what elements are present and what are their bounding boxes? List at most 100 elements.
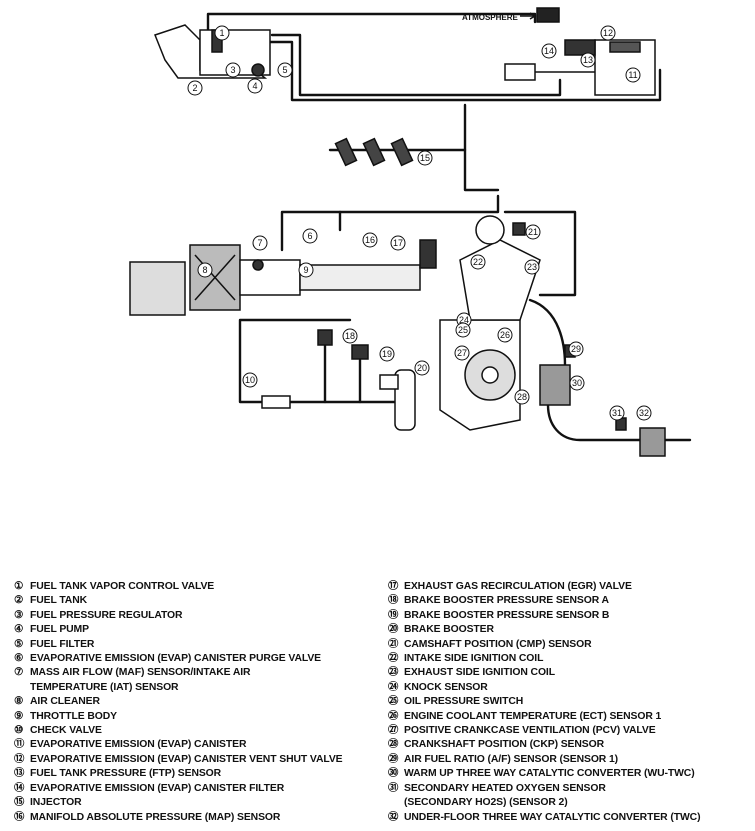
legend-item-number: ⑲ [388,609,399,621]
intake-right-line [503,210,577,297]
callout-circle [514,389,530,405]
callout-number: 27 [457,348,467,358]
callout-circle [197,262,213,278]
callout-circle [524,259,540,275]
brake-booster-line [238,318,352,404]
legend-item-text: POSITIVE CRANKCASE VENTILATION (PCV) VAL… [404,725,656,737]
callout-circle [580,52,596,68]
callout-circle [379,346,395,362]
callout-number: 23 [527,262,537,272]
canister-to-engine-line [463,103,500,192]
callout-circle [302,228,318,244]
fuel-tank [154,24,271,79]
legend-item-number: ⑮ [14,797,25,809]
callout-circle [454,345,470,361]
callout-circle [342,328,358,344]
callout-circle [636,405,652,421]
callout-number: 14 [544,46,554,56]
legend-item-text: CRANKSHAFT POSITION (CKP) SENSOR [404,739,605,751]
legend-item-number: ⑰ [388,581,399,592]
callout-circle [568,341,584,357]
callout-number: 4 [252,81,257,91]
callout-number: 21 [528,227,538,237]
legend-item-text: EVAPORATIVE EMISSION (EVAP) CANISTER VEN… [30,753,343,765]
callout-number: 20 [417,363,427,373]
evap-canister-assembly [504,7,656,96]
callout-circle [187,80,203,96]
legend-item-number: ㉒ [388,653,399,665]
legend-item-number: ㉔ [388,681,399,693]
callout-number: 30 [572,378,582,388]
legend-item-number: ㉘ [388,739,399,751]
callout-number: 22 [473,257,483,267]
callout-number: 6 [307,231,312,241]
legend-item-number: ⑭ [14,782,25,794]
legend-item-number: ⑨ [14,710,24,722]
legend-item-number: ③ [14,609,24,621]
legend-item-text: OIL PRESSURE SWITCH [404,696,524,708]
legend-item-text: BRAKE BOOSTER PRESSURE SENSOR B [404,609,610,621]
legend-item: ④ FUEL PUMP [14,623,394,637]
legend-item: ㉘ CRANKSHAFT POSITION (CKP) SENSOR [388,738,754,752]
callout-number: 7 [257,238,262,248]
legend-item-number: ㉕ [388,696,399,708]
legend-item-number: ㉜ [388,811,399,823]
legend-item-text: FUEL TANK [30,595,88,607]
callout-circle [414,360,430,376]
legend-item-number: ⑳ [388,624,399,636]
legend-item: ㉗ POSITIVE CRANKCASE VENTILATION (PCV) VA… [388,724,754,738]
callout-circle [390,235,406,251]
callout-number: 2 [192,83,197,93]
exhaust-pipe-upper [528,298,567,367]
callout-number: 16 [365,235,375,245]
callout-number: 1 [219,28,224,38]
legend-item: ⑲ BRAKE BOOSTER PRESSURE SENSOR B [388,609,754,623]
callout-number: 12 [603,28,613,38]
vapor-line-lower [266,40,662,102]
callout-number: 25 [458,325,468,335]
legend-item-text: EXHAUST GAS RECIRCULATION (EGR) VALVE [404,581,632,592]
callout-number: 24 [459,315,469,325]
legend-item-text: FUEL PUMP [30,624,89,636]
legend-item-text: CHECK VALVE [30,725,102,737]
callout-number: 3 [230,65,235,75]
legend-item-text: EXHAUST SIDE IGNITION COIL [404,667,555,679]
injectors [334,137,414,167]
legend-item-number: ⑱ [388,595,399,607]
callout-number: 9 [303,265,308,275]
catalytic-converters [539,344,666,457]
callout-circle [417,150,433,166]
legend-item-number: ㉚ [388,768,399,780]
legend-item-number: ⑪ [14,739,25,751]
legend-item-number: ⑫ [14,753,25,765]
air-intake [129,244,421,316]
atmosphere-label: ATMOSPHERE [462,13,519,22]
legend-item: ㉕ OIL PRESSURE SWITCH [388,695,754,709]
legend-item-number: ⑯ [14,811,25,823]
legend-item-number: ㉗ [388,725,399,737]
legend-item-number: ④ [14,624,24,636]
legend-item: ⑳ BRAKE BOOSTER [388,623,754,637]
callout-circle [214,25,230,41]
callout-circle [569,375,585,391]
callout-number: 19 [382,349,392,359]
legend-item-number: ① [14,581,24,592]
legend-item-text: KNOCK SENSOR [404,681,488,693]
legend-item-text: AIR FUEL RATIO (A/F) SENSOR (SENSOR 1) [404,753,619,765]
legend-item-text: BRAKE BOOSTER PRESSURE SENSOR A [404,595,609,607]
legend-item-text: BRAKE BOOSTER [404,624,494,636]
legend-item-number: ② [14,595,24,607]
